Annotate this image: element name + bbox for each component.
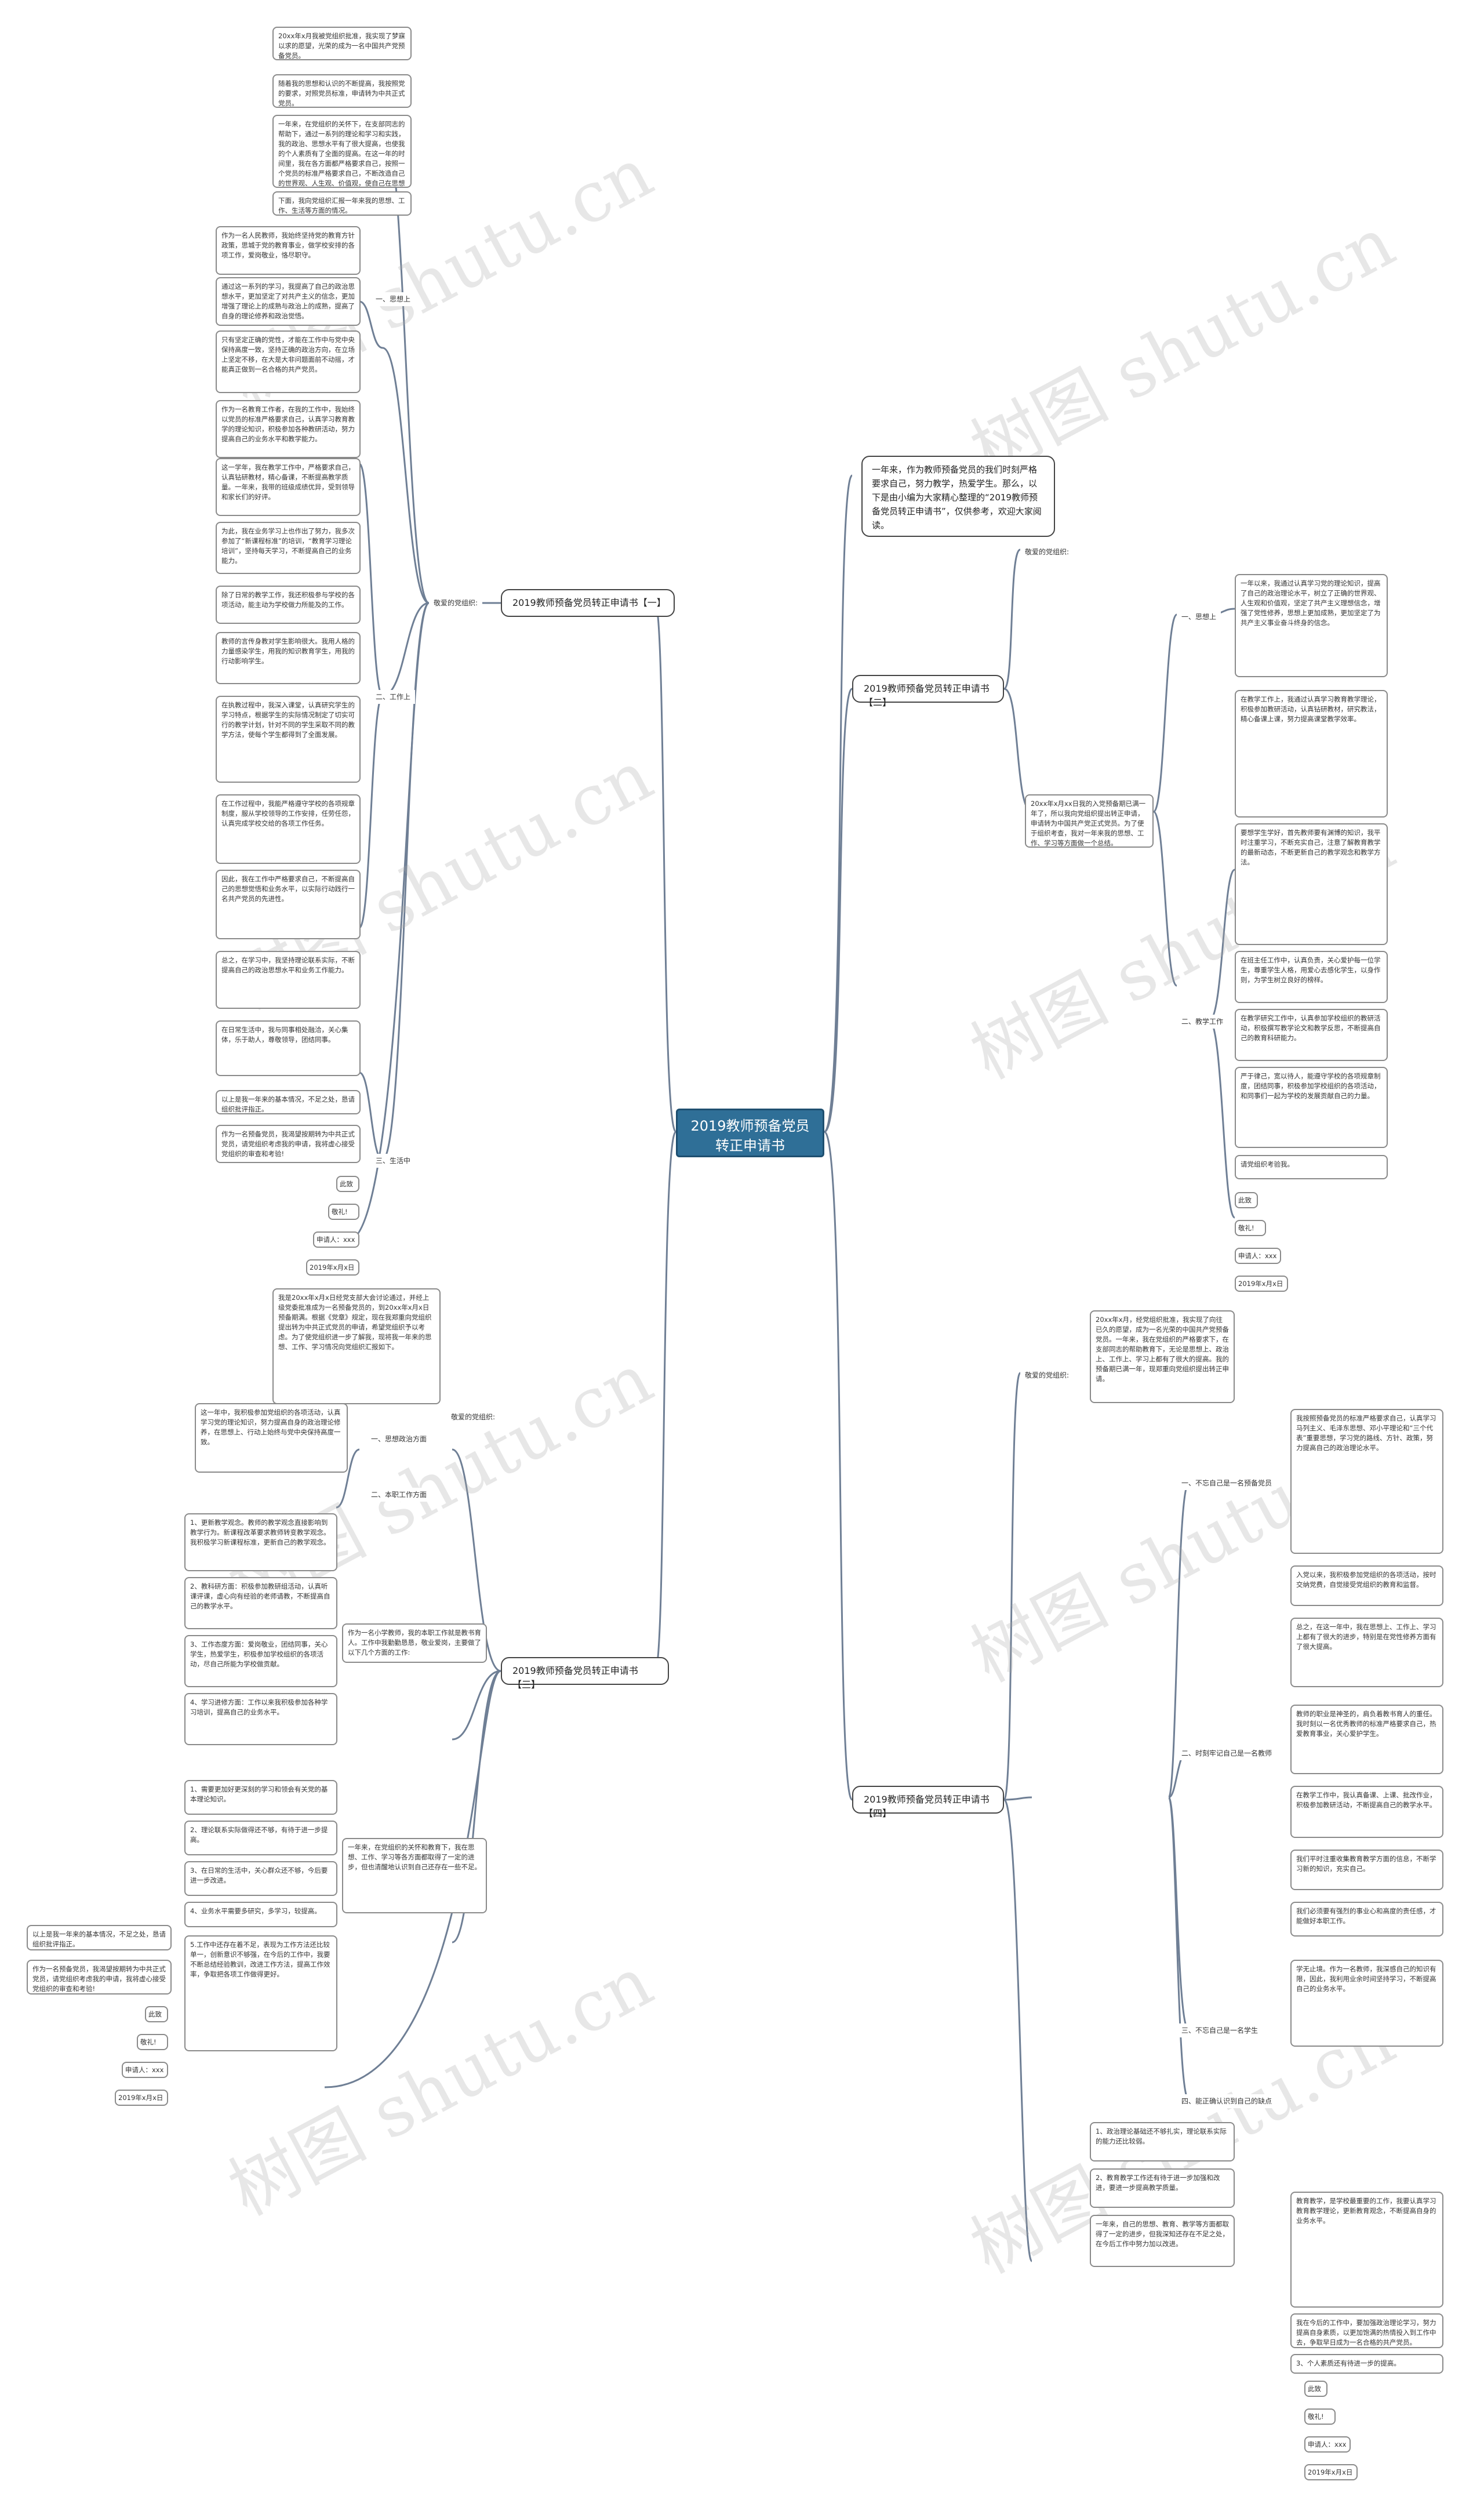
b1-s2a[interactable]: 作为一名教育工作者，在我的工作中，我始终以党员的标准严格要求自己，认真学习教育教… (216, 400, 361, 458)
b4-salute[interactable]: 敬礼! (1304, 2408, 1336, 2425)
b4-s4d[interactable]: 教育教学，是学校最重要的工作，我要认真学习教育教学理论，更新教育观念，不断提高自… (1290, 2192, 1443, 2308)
b1-p4[interactable]: 下面，我向党组织汇报一年来我的思想、工作、生活等方面的情况。 (272, 191, 412, 216)
b4-s4c[interactable]: 一年来，自己的思想、教育、教学等方面都取得了一定的进步，但我深知还存在不足之处，… (1090, 2215, 1235, 2267)
b1-s1c[interactable]: 只有坚定正确的党性，才能在工作中与党中央保持高度一致，坚持正确的政治方向，在立场… (216, 330, 361, 393)
b3-s3f[interactable]: 5.工作中还存在着不足，表现为工作方法还比较单一，创新意识不够强，在今后的工作中… (184, 1935, 337, 2051)
b1-salute[interactable]: 敬礼! (328, 1204, 359, 1220)
b3-s2: 二、本职工作方面 (366, 1488, 432, 1502)
b4-s4: 四、能正确认识到自己的缺点 (1177, 2094, 1277, 2108)
b3-s3e[interactable]: 一年来，在党组织的关怀和教育下，我在思想、工作、学习等各方面都取得了一定的进步，… (342, 1838, 487, 1913)
b4-s4a[interactable]: 1、政治理论基础还不够扎实，理论联系实际的能力还比较弱。 (1090, 2122, 1235, 2161)
branch-2-label: 敬爱的党组织: (1020, 545, 1074, 559)
b3-s2e[interactable]: 4、学习进修方面：工作以来我积极参加各种学习培训，提高自己的业务水平。 (184, 1693, 337, 1745)
b1-s1: 一、思想上 (371, 292, 416, 306)
b3-s3c[interactable]: 3、在日常的生活中，关心群众还不够，今后要进一步改进。 (184, 1861, 337, 1896)
b4-s2a[interactable]: 教师的职业是神圣的，肩负着教书育人的重任。我时刻以一名优秀教师的标准严格要求自己… (1290, 1705, 1443, 1774)
b2-s2d[interactable]: 在教学研究工作中，认真参加学校组织的教研活动，积极撰写教学论文和教学反思，不断提… (1235, 1009, 1388, 1061)
b3-s2a[interactable]: 作为一名小学教师，我的本职工作就是教书育人。工作中我勤勤恳恳，敬业爱岗，主要做了… (342, 1623, 487, 1663)
b1-s2h[interactable]: 因此，我在工作中严格要求自己，不断提高自己的思想觉悟和业务水平，以实际行动践行一… (216, 870, 361, 939)
branch-2-title[interactable]: 2019教师预备党员转正申请书【二】 (852, 675, 1004, 708)
b4-intro[interactable]: 20xx年x月，经党组织批准，我实现了向往已久的愿望，成为一名光荣的中国共产党预… (1090, 1310, 1235, 1403)
branch-1-title[interactable]: 2019教师预备党员转正申请书【一】 (501, 589, 675, 617)
b1-applicant[interactable]: 申请人：xxx (313, 1231, 359, 1248)
intro-node[interactable]: 一年来，作为教师预备党员的我们时刻严格要求自己，努力教学，热爱学生。那么，以下是… (861, 456, 1055, 537)
b3-s3a[interactable]: 1、需要更加好更深刻的学习和领会有关党的基本理论知识。 (184, 1780, 337, 1815)
b3-s2d[interactable]: 3、工作态度方面：爱岗敬业，团结同事，关心学生，热爱学生，积极参加学校组织的各项… (184, 1635, 337, 1687)
branch-3-label: 敬爱的党组织: (446, 1410, 500, 1424)
b2-s1a[interactable]: 一年以来，我通过认真学习党的理论知识，提高了自己的政治理论水平，树立了正确的世界… (1235, 574, 1388, 677)
b4-s1b[interactable]: 入党以来，我积极参加党组织的各项活动，按时交纳党费，自觉接受党组织的教育和监督。 (1290, 1565, 1443, 1606)
b1-p2[interactable]: 随着我的思想和认识的不断提高，我按照党的要求，对照党员标准，申请转为中共正式党员… (272, 74, 412, 108)
b1-s2d[interactable]: 除了日常的教学工作，我还积极参与学校的各项活动，能主动为学校做力所能及的工作。 (216, 586, 361, 624)
b2-s2: 二、教学工作 (1177, 1015, 1228, 1029)
b1-s2i[interactable]: 总之，在学习中，我坚持理论联系实际，不断提高自己的政治思想水平和业务工作能力。 (216, 951, 361, 1009)
b4-s4e[interactable]: 我在今后的工作中，要加强政治理论学习，努力提高自身素质，以更加饱满的热情投入到工… (1290, 2313, 1443, 2348)
b4-s2c[interactable]: 我们平时注重收集教育教学方面的信息，不断学习新的知识，充实自己。 (1290, 1850, 1443, 1890)
b4-s2: 二、时刻牢记自己是一名教师 (1177, 1746, 1277, 1760)
b1-s2: 二、工作上 (371, 690, 416, 704)
b3-s4a[interactable]: 以上是我一年来的基本情况，不足之处，恳请组织批评指正。 (27, 1925, 172, 1950)
branch-3-title[interactable]: 2019教师预备党员转正申请书【三】 (501, 1657, 669, 1690)
b2-intro[interactable]: 20xx年x月xx日我的入党预备期已满一年了，所以我向党组织提出转正申请，申请转… (1025, 794, 1154, 848)
b1-s2c[interactable]: 为此，我在业务学习上也作出了努力，我多次参加了“新课程标准”的培训，“教育学习理… (216, 522, 361, 574)
b2-s1: 一、思想上 (1177, 610, 1221, 624)
branch-1-label: 敬爱的党组织: (429, 596, 483, 610)
b1-s3b[interactable]: 以上是我一年来的基本情况，不足之处，恳请组织批评指正。 (216, 1090, 361, 1114)
b4-s4b[interactable]: 2、教育教学工作还有待于进一步加强和改进，要进一步提高教学质量。 (1090, 2168, 1235, 2208)
b1-p3[interactable]: 一年来，在党组织的关怀下，在支部同志的帮助下，通过一系列的理论和学习和实践，我的… (272, 115, 412, 188)
b4-applicant[interactable]: 申请人：xxx (1304, 2436, 1351, 2453)
b2-date[interactable]: 2019年x月x日 (1235, 1276, 1288, 1292)
branch-4-label: 敬爱的党组织: (1020, 1368, 1074, 1382)
b1-closing[interactable]: 此致 (336, 1176, 359, 1192)
b1-s3a[interactable]: 在日常生活中，我与同事相处融洽，关心集体，乐于助人，尊敬领导，团结同事。 (216, 1020, 361, 1076)
b1-s1a[interactable]: 作为一名人民教师，我始终坚持党的教育方针政策，思城于党的教育事业，做学校安排的各… (216, 226, 361, 275)
b4-closing[interactable]: 此致 (1304, 2381, 1327, 2397)
b1-s2g[interactable]: 在工作过程中，我能严格遵守学校的各项规章制度，服从学校领导的工作安排，任劳任怨，… (216, 794, 361, 864)
b4-s3a[interactable]: 学无止境。作为一名教师，我深感自己的知识有限，因此，我利用业余时间坚持学习，不断… (1290, 1960, 1443, 2047)
b4-s1a[interactable]: 我按照预备党员的标准严格要求自己，认真学习马列主义、毛泽东思想、邓小平理论和“三… (1290, 1409, 1443, 1554)
b1-s2f[interactable]: 在执教过程中，我深入课堂，认真研究学生的学习特点，根据学生的实际情况制定了切实可… (216, 696, 361, 783)
b4-s2d[interactable]: 我们必须要有强烈的事业心和高度的责任感，才能做好本职工作。 (1290, 1902, 1443, 1937)
b3-salute[interactable]: 敬礼! (137, 2034, 168, 2050)
b3-s1a[interactable]: 这一年中，我积极参加党组织的各项活动，认真学习党的理论知识，努力提高自身的政治理… (195, 1403, 348, 1473)
b2-s3a[interactable]: 请党组织考验我。 (1235, 1155, 1388, 1179)
b4-s1: 一、不忘自己是一名预备党员 (1177, 1476, 1277, 1490)
b2-applicant[interactable]: 申请人：xxx (1235, 1248, 1281, 1264)
b3-date[interactable]: 2019年x月x日 (115, 2090, 168, 2106)
b1-s2e[interactable]: 教师的言传身教对学生影响很大。我用人格的力量感染学生，用我的知识教育学生，用我的… (216, 632, 361, 684)
b1-s1b[interactable]: 通过这一系列的学习，我提高了自己的政治思想水平，更加坚定了对共产主义的信念，更加… (216, 277, 361, 326)
b4-date[interactable]: 2019年x月x日 (1304, 2464, 1358, 2480)
b3-intro[interactable]: 我是20xx年x月x日经党支部大会讨论通过，并经上级党委批准成为一名预备党员的，… (272, 1288, 441, 1404)
b2-closing[interactable]: 此致 (1235, 1192, 1258, 1208)
b1-date[interactable]: 2019年x月x日 (306, 1259, 359, 1276)
b2-s2c[interactable]: 在班主任工作中，认真负责，关心爱护每一位学生，尊重学生人格，用爱心去感化学生，以… (1235, 951, 1388, 1003)
b1-s3: 三、生活中 (371, 1154, 416, 1168)
b3-s2c[interactable]: 2、教科研方面：积极参加教研组活动，认真听课评课，虚心向有经验的老师请教，不断提… (184, 1577, 337, 1629)
b2-s2a[interactable]: 在教学工作上，我通过认真学习教育教学理论，积极参加教研活动，认真钻研教材，研究教… (1235, 690, 1388, 818)
b4-s2b[interactable]: 在教学工作中，我认真备课、上课、批改作业，积极参加教研活动，不断提高自己的教学水… (1290, 1786, 1443, 1838)
b2-s2e[interactable]: 严于律己，宽以待人，能遵守学校的各项规章制度，团结同事，积极参加学校组织的各项活… (1235, 1067, 1388, 1148)
b3-s3b[interactable]: 2、理论联系实际做得还不够，有待于进一步提高。 (184, 1821, 337, 1855)
mindmap-root[interactable]: 2019教师预备党员转正申请书 (676, 1109, 824, 1157)
b2-salute[interactable]: 敬礼! (1235, 1220, 1266, 1236)
b1-s2b[interactable]: 这一学年，我在教学工作中，严格要求自己，认真钻研教材，精心备课，不断提高教学质量… (216, 458, 361, 516)
b1-p1[interactable]: 20xx年x月我被党组织批准，我实现了梦寐以求的愿望，光荣的成为一名中国共产党预… (272, 27, 412, 60)
b2-s2b[interactable]: 要想学生学好，首先教师要有渊博的知识，我平时注重学习，不断充实自己，注意了解教育… (1235, 823, 1388, 945)
b3-closing[interactable]: 此致 (145, 2006, 168, 2022)
b1-s3c[interactable]: 作为一名预备党员，我渴望按期转为中共正式党员，请党组织考虑我的申请，我将虚心接受… (216, 1125, 361, 1163)
b3-s1: 一、思想政治方面 (366, 1432, 432, 1446)
b3-applicant[interactable]: 申请人：xxx (122, 2062, 168, 2078)
b4-s1c[interactable]: 总之，在这一年中，我在思想上、工作上、学习上都有了很大的进步，特别是在党性修养方… (1290, 1618, 1443, 1687)
b3-s4b[interactable]: 作为一名预备党员，我渴望按期转为中共正式党员，请党组织考虑我的申请，我将虚心接受… (27, 1960, 172, 1995)
branch-4-title[interactable]: 2019教师预备党员转正申请书【四】 (852, 1786, 1004, 1819)
b3-s3d[interactable]: 4、业务水平需要多研究，多学习，较提高。 (184, 1902, 337, 1927)
b4-s3: 三、不忘自己是一名学生 (1177, 2023, 1263, 2037)
b4-s4f[interactable]: 3、个人素质还有待进一步的提高。 (1290, 2354, 1443, 2374)
b3-s2b[interactable]: 1、更新教学观念。教师的教学观念直接影响到教学行为。新课程改革要求教师转变教学观… (184, 1513, 337, 1571)
